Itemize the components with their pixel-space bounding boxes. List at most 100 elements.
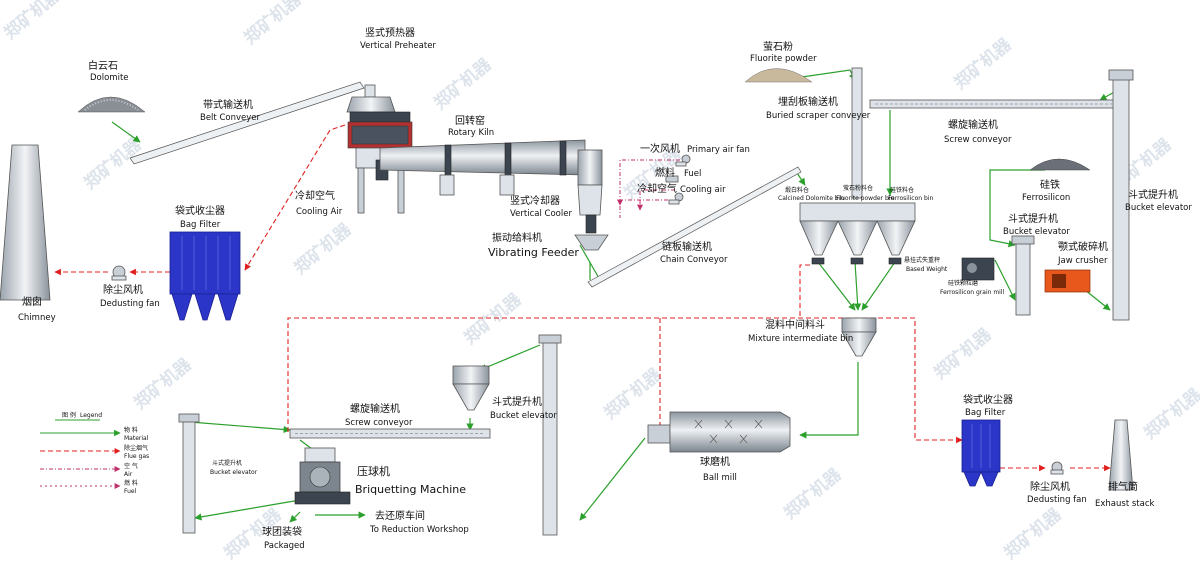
label-bucket-elevator-mid-en: Bucket elevator [1003,227,1070,237]
label-based-weight-en: Based Weight [906,266,948,273]
label-cooling-air-left-zh: 冷却空气 [295,189,335,202]
label-mixture-bin-en: Mixture intermediate bin [748,334,853,344]
label-dedusting-fan-right-zh: 除尘风机 [1030,480,1070,493]
label-ferrosilicon-zh: 硅铁 [1040,178,1060,191]
label-fluorite-powder-zh: 萤石粉 [763,40,793,53]
label-bag-filter-en: Bag Filter [180,220,221,230]
label-bucket-elevator-mid-zh: 斗式提升机 [1008,212,1058,225]
label-bag-filter-zh: 袋式收尘器 [175,204,225,217]
watermark-text: 郑矿机器 [950,33,1016,93]
label-cooling-air-left-en: Cooling Air [296,207,343,217]
label-dedusting-fan-en: Dedusting fan [100,299,160,309]
label-bucket-elevator-left-zh: 斗式提升机 [212,459,242,467]
watermark-text: 郑矿机器 [240,0,306,49]
legend-fuel-zh: 燃 料 [124,479,138,487]
bucket-elevator-center [538,334,562,536]
bag-filter-right [961,419,1001,487]
watermark-text: 郑矿机器 [600,363,666,423]
dedusting-fan-left [111,265,127,281]
label-exhaust-zh: 排气筒 [1108,480,1138,493]
ferrosilicon-pile [1029,158,1091,171]
watermark-text: 郑矿机器 [430,53,496,113]
material-flow-lines [111,69,1119,523]
legend-air-zh: 空 气 [124,462,138,470]
label-ferro-bin-en: Ferrosilicon bin [888,195,933,202]
label-briquetting-zh: 压球机 [357,464,390,478]
chain-conveyor [587,166,802,288]
label-dedusting-fan-zh: 除尘风机 [103,283,143,296]
label-packaged-zh: 球团装袋 [262,525,302,538]
screw-conveyor-bottom [289,428,491,439]
watermark-text: 郑矿机器 [460,288,526,348]
label-screw-conveyor-zh: 螺旋输送机 [948,118,998,131]
vertical-cooler [574,149,609,251]
label-calcined-bin-en: Calcined Dolomite bin [778,195,844,202]
label-grain-mill-zh: 硅铁颗粒磨 [948,279,978,287]
label-ball-mill-zh: 球磨机 [700,455,730,468]
legend-flue-zh: 除尘烟气 [124,444,148,452]
storage-bins [799,202,916,265]
labels: 竖式预热器 Vertical Preheater 白云石 Dolomite 带式… [18,26,1192,551]
label-ferro-bin-zh: 硅铁料仓 [890,186,914,194]
label-bag-filter-right-zh: 袋式收尘器 [963,393,1013,406]
bucket-elevator-left [178,413,200,534]
watermark-text: 郑矿机器 [130,353,196,413]
feed-hopper [452,365,490,411]
label-chain-conveyor-zh: 链板输送机 [662,240,712,253]
watermark-text: 郑矿机器 [290,218,356,278]
label-bucket-elevator-center-en: Bucket elevator [490,411,557,421]
dedusting-fan-right [1050,461,1064,475]
legend-title-zh: 图 例 [62,411,76,419]
watermark-text: 郑矿机器 [1140,383,1200,443]
watermark-text: 郑矿机器 [780,463,846,523]
legend-air-en: Air [124,471,133,478]
label-bucket-elevator-center-zh: 斗式提升机 [492,395,542,408]
ferrosilicon-grain-mill [961,257,995,281]
label-screw-conveyor-bottom-en: Screw conveyor [345,418,413,428]
label-mixture-bin-zh: 混料中间料斗 [765,318,825,331]
legend-material-en: Material [124,435,149,442]
label-vertical-preheater-en: Vertical Preheater [360,41,436,51]
label-bag-filter-right-en: Bag Filter [965,408,1006,418]
label-reduction-en: To Reduction Workshop [369,525,469,535]
legend: 图 例 Legend 物 料 Material 除尘烟气 Flue gas 空 … [40,411,149,495]
label-buried-scraper-en: Buried scraper conveyer [766,111,871,121]
label-vertical-cooler-en: Vertical Cooler [510,209,572,219]
watermark-text: 郑矿机器 [1000,503,1066,563]
label-rotary-kiln-zh: 回转窑 [455,114,485,127]
watermark-text: 郑矿机器 [0,0,66,44]
buried-scraper-conveyer [851,67,863,199]
ball-mill [647,411,791,453]
flue-gas-lines [54,124,1111,472]
label-ferrosilicon-en: Ferrosilicon [1022,193,1070,203]
bucket-elevator-right [1108,69,1134,321]
label-fluorite-bin-zh: 萤石粉料仓 [843,184,873,192]
label-vertical-preheater-zh: 竖式预热器 [365,26,415,39]
rotary-kiln [379,139,586,196]
label-grain-mill-en: Ferrosilicon grain mill [940,289,1004,296]
label-dolomite-en: Dolomite [90,73,129,83]
watermark-text: 郑矿机器 [930,323,996,383]
label-exhaust-en: Exhaust stack [1095,499,1154,509]
label-fluorite-powder-en: Fluorite powder [750,54,817,64]
label-dedusting-fan-right-en: Dedusting fan [1027,495,1087,505]
label-screw-conveyor-bottom-zh: 螺旋输送机 [350,402,400,415]
label-vertical-cooler-zh: 竖式冷却器 [510,194,560,207]
primary-air-fan [675,154,691,167]
label-cooling-air-zh: 冷却空气 [637,182,677,195]
label-briquetting-en: Briquetting Machine [355,483,466,496]
label-based-weight-zh: 悬挂式失重秤 [904,256,940,264]
legend-material-zh: 物 料 [124,426,138,434]
mixture-intermediate-bin [841,317,877,357]
label-packaged-en: Packaged [264,541,305,551]
label-primary-air-fan-en: Primary air fan [687,145,750,155]
label-belt-conveyer-en: Belt Conveyer [200,113,260,123]
label-vibrating-feeder-en: Vibrating Feeder [488,246,579,259]
label-rotary-kiln-en: Rotary Kiln [448,128,494,138]
legend-flue-en: Flue gas [124,453,149,460]
label-fluorite-bin-en: Fluorite powder bin [836,195,894,202]
belt-conveyer [129,81,365,165]
label-cooling-air-en: Cooling air [680,185,726,195]
label-bucket-elevator-left-en: Bucket elevator [210,469,258,476]
